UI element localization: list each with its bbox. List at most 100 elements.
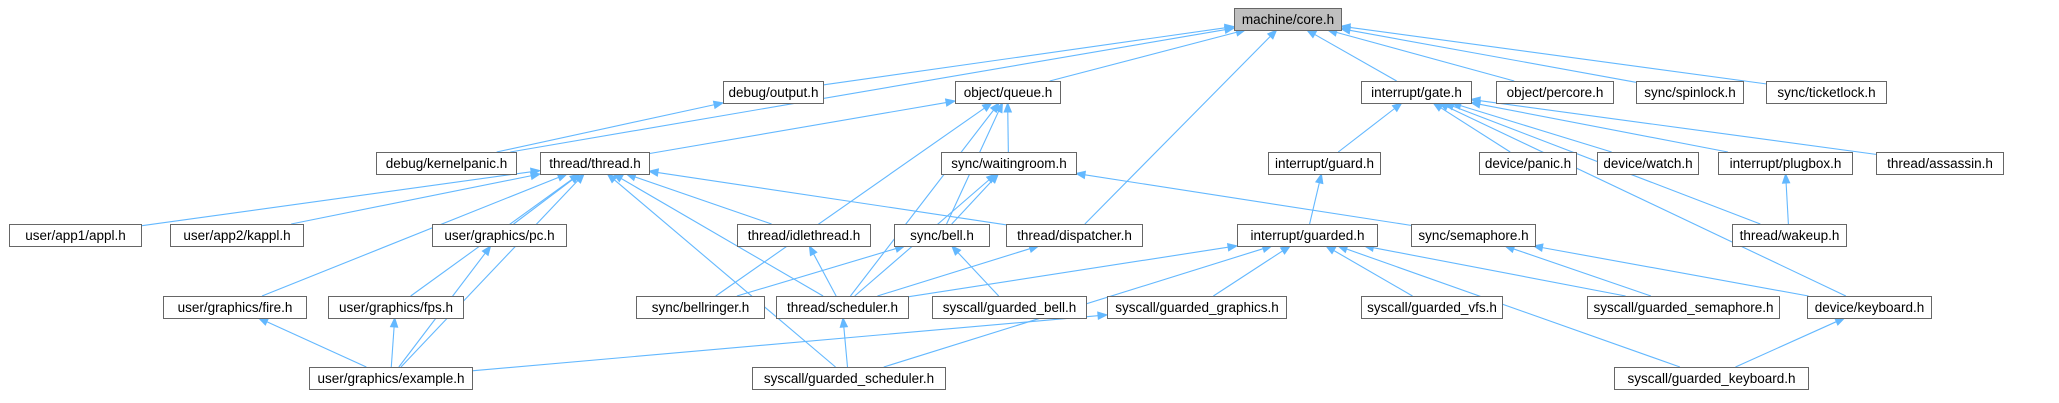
edge-sync_waitingroom-to-object_queue: [1003, 101, 1013, 153]
edge-user_graphics_example-to-syscall_guarded_graphics: [471, 311, 1109, 372]
edge-line: [620, 178, 824, 297]
node-label: thread/dispatcher.h: [1017, 228, 1132, 243]
node-device-panic[interactable]: device/panic.h: [1479, 152, 1577, 175]
node-label: user/app2/kappl.h: [183, 228, 290, 243]
edge-line: [1440, 107, 1511, 153]
node-sync-semaphore[interactable]: sync/semaphore.h: [1411, 224, 1536, 247]
node-sync-bellringer[interactable]: sync/bellringer.h: [636, 296, 765, 319]
edge-line: [1479, 103, 1728, 153]
edge-debug_kernelpanic-to-debug_output: [496, 100, 725, 153]
node-sync-spinlock[interactable]: sync/spinlock.h: [1636, 81, 1744, 104]
node-interrupt-plugbox[interactable]: interrupt/plugbox.h: [1718, 152, 1853, 175]
node-object-queue[interactable]: object/queue.h: [955, 81, 1061, 104]
edge-arrowhead: [950, 245, 962, 256]
edge-line: [822, 27, 1226, 86]
edge-arrowhead: [985, 173, 997, 184]
node-box: [1614, 367, 1809, 390]
edge-line: [907, 246, 1229, 298]
node-box: [1411, 224, 1536, 247]
node-thread-idlethread[interactable]: thread/idlethread.h: [737, 224, 871, 247]
node-sync-bell[interactable]: sync/bell.h: [894, 224, 990, 247]
edge-line: [510, 29, 1226, 153]
node-user-graphics-example[interactable]: user/graphics/example.h: [309, 367, 473, 390]
node-interrupt-guarded[interactable]: interrupt/guarded.h: [1237, 224, 1378, 247]
node-sync-ticketlock[interactable]: sync/ticketlock.h: [1766, 81, 1887, 104]
edge-syscall_guarded_graphics-to-interrupt_guarded: [1213, 245, 1292, 297]
node-label: sync/ticketlock.h: [1777, 85, 1875, 100]
node-box: [1636, 81, 1744, 104]
node-interrupt-gate[interactable]: interrupt/gate.h: [1361, 81, 1472, 104]
node-interrupt-guard[interactable]: interrupt/guard.h: [1268, 152, 1381, 175]
edge-thread_dispatcher-to-thread_thread: [647, 168, 1007, 226]
node-label: interrupt/guarded.h: [1250, 228, 1364, 243]
edge-line: [1336, 31, 1515, 82]
node-syscall-guarded-bell[interactable]: syscall/guarded_bell.h: [932, 296, 1087, 319]
edge-user_graphics_example-to-user_graphics_fire: [257, 317, 367, 368]
node-thread-wakeup[interactable]: thread/wakeup.h: [1732, 224, 1847, 247]
node-syscall-guarded-semaphore[interactable]: syscall/guarded_semaphore.h: [1587, 296, 1780, 319]
node-label: thread/scheduler.h: [787, 300, 898, 315]
node-box: [752, 367, 946, 390]
edge-arrowhead: [1097, 311, 1109, 321]
node-user-graphics-pc[interactable]: user/graphics/pc.h: [432, 224, 567, 247]
edge-line: [1349, 29, 1637, 83]
edge-arrowhead: [257, 317, 270, 326]
node-syscall-guarded-keyboard[interactable]: syscall/guarded_keyboard.h: [1614, 367, 1809, 390]
edges-layer: [140, 23, 1877, 372]
edge-line: [648, 102, 947, 155]
node-label: debug/output.h: [728, 85, 818, 100]
edge-line: [400, 180, 579, 368]
edge-line: [1735, 321, 1837, 368]
node-box: [1234, 8, 1342, 31]
edge-user_graphics_example-to-user_graphics_fps: [389, 316, 399, 368]
edge-arrowhead: [712, 100, 725, 110]
node-sync-waitingroom[interactable]: sync/waitingroom.h: [941, 152, 1077, 175]
edge-arrowhead: [1781, 172, 1791, 184]
edge-line: [850, 109, 994, 297]
node-debug-output[interactable]: debug/output.h: [723, 81, 824, 104]
node-debug-kernelpanic[interactable]: debug/kernelpanic.h: [376, 152, 517, 175]
edge-debug_kernelpanic-to-machine_core: [510, 25, 1236, 153]
node-device-watch[interactable]: device/watch.h: [1597, 152, 1699, 175]
edge-arrowhead: [556, 173, 569, 182]
edge-arrowhead: [1305, 29, 1318, 39]
node-box: [1587, 296, 1780, 319]
edge-line: [496, 104, 715, 153]
edge-thread_assassin-to-interrupt_gate: [1469, 96, 1877, 155]
node-label: syscall/guarded_keyboard.h: [1627, 371, 1795, 386]
edge-arrowhead: [1834, 317, 1846, 326]
node-box: [1876, 152, 2004, 175]
edge-sync_bellringer-to-sync_bell: [736, 244, 906, 297]
node-thread-assassin[interactable]: thread/assassin.h: [1876, 152, 2004, 175]
edge-line: [1373, 247, 1626, 297]
node-box: [540, 152, 650, 175]
node-label: object/queue.h: [964, 85, 1053, 100]
node-thread-scheduler[interactable]: thread/scheduler.h: [776, 296, 909, 319]
node-user-app1[interactable]: user/app1/appl.h: [9, 224, 142, 247]
edge-arrowhead: [1266, 29, 1278, 40]
node-thread-dispatcher[interactable]: thread/dispatcher.h: [1006, 224, 1143, 247]
node-object-percore[interactable]: object/percore.h: [1496, 81, 1614, 104]
node-label: user/app1/appl.h: [25, 228, 126, 243]
node-box: [1107, 296, 1287, 319]
edge-line: [1346, 248, 1681, 368]
node-user-graphics-fps[interactable]: user/graphics/fps.h: [328, 296, 464, 319]
node-user-app2[interactable]: user/app2/kappl.h: [170, 224, 304, 247]
node-device-keyboard[interactable]: device/keyboard.h: [1807, 296, 1932, 319]
node-label: syscall/guarded_bell.h: [943, 300, 1077, 315]
node-user-graphics-fire[interactable]: user/graphics/fire.h: [163, 296, 307, 319]
edge-line: [1337, 108, 1395, 153]
node-syscall-guarded-vfs[interactable]: syscall/guarded_vfs.h: [1361, 296, 1503, 319]
node-syscall-guarded-scheduler[interactable]: syscall/guarded_scheduler.h: [752, 367, 946, 390]
edge-line: [957, 252, 1000, 297]
edge-user_graphics_example-to-thread_thread: [400, 173, 585, 368]
node-label: syscall/guarded_semaphore.h: [1593, 300, 1773, 315]
node-machine-core[interactable]: machine/core.h: [1234, 8, 1342, 31]
edge-line: [657, 171, 1007, 226]
node-thread-thread[interactable]: thread/thread.h: [540, 152, 650, 175]
node-label: interrupt/gate.h: [1371, 85, 1462, 100]
node-box: [1597, 152, 1699, 175]
edge-line: [1349, 26, 1767, 85]
node-syscall-guarded-graphics[interactable]: syscall/guarded_graphics.h: [1107, 296, 1287, 319]
